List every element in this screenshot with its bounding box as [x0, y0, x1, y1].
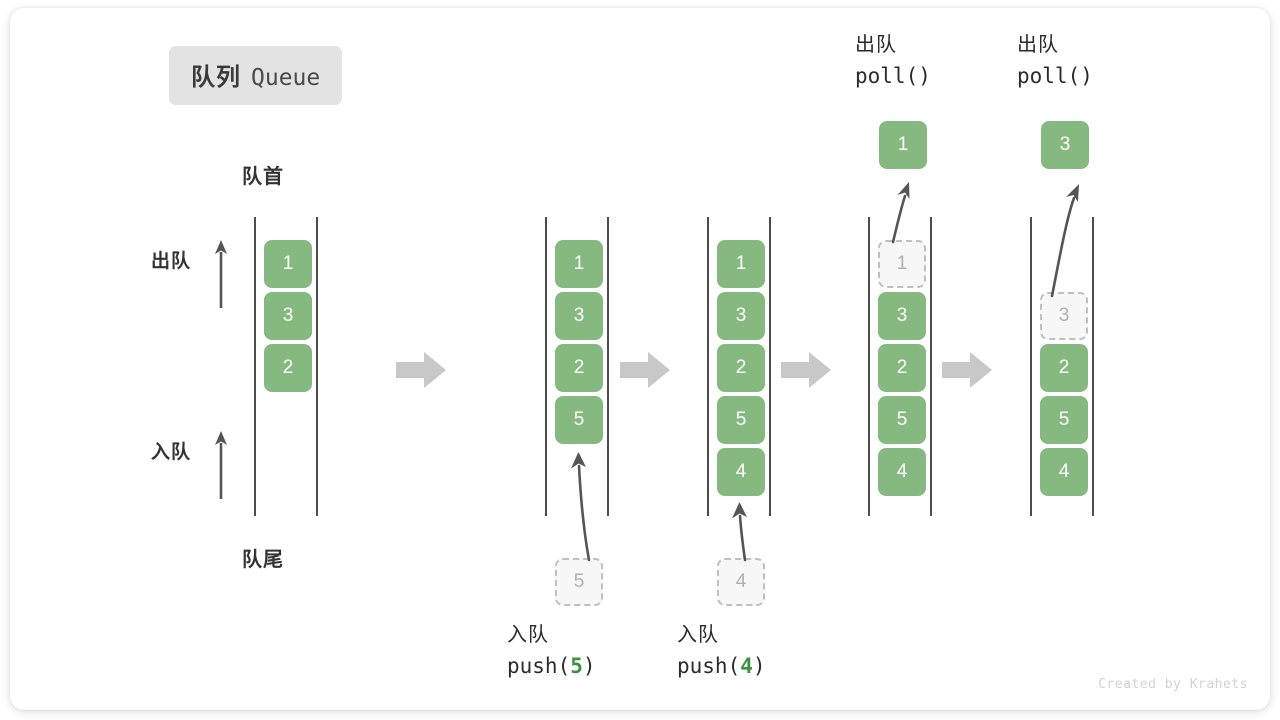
queue-rail-left: [1030, 217, 1032, 516]
step-arrow-icon: [618, 348, 674, 392]
step-arrow-icon: [940, 348, 996, 392]
queue-cell-ghost: 1: [878, 240, 926, 288]
queue-cell: 4: [1040, 448, 1088, 496]
queue-rail-right: [1092, 217, 1094, 516]
queue-head-label: 队首: [242, 166, 284, 188]
step-arrow-icon: [779, 348, 835, 392]
side-op-dequeue-label: 出队: [151, 251, 192, 272]
queue-cell: 2: [1040, 344, 1088, 392]
popped-cell: 3: [1041, 121, 1089, 169]
queue-tail-label: 队尾: [242, 549, 284, 571]
queue-cell-ghost: 3: [1040, 292, 1088, 340]
push-curve-arrow-icon: [717, 490, 777, 562]
queue-cell: 5: [878, 396, 926, 444]
watermark: Created by Krahets: [1098, 677, 1248, 692]
caption-arg: 5: [570, 654, 583, 678]
incoming-ghost-cell: 5: [555, 558, 603, 606]
caption-fn-end: ): [582, 654, 596, 678]
queue-cell: 4: [717, 448, 765, 496]
queue-rail-right: [930, 217, 932, 516]
queue-cell: 2: [717, 344, 765, 392]
caption-fn: poll(: [855, 64, 919, 88]
queue-cell: 3: [264, 292, 312, 340]
title-english: Queue: [251, 65, 321, 91]
side-op-enqueue-label: 入队: [151, 442, 192, 463]
incoming-ghost-cell: 4: [717, 558, 765, 606]
caption-poll-1-cn: 出队: [855, 34, 897, 56]
queue-cell: 3: [555, 292, 603, 340]
caption-push-5-code: push(5): [507, 650, 596, 684]
push-curve-arrow-icon: [555, 438, 615, 563]
caption-poll-1-code: poll(): [855, 60, 931, 94]
queue-rail-left: [868, 217, 870, 516]
enqueue-up-arrow-icon: [213, 429, 229, 501]
queue-cell: 5: [555, 396, 603, 444]
caption-push-4: 入队 push(4): [677, 620, 766, 684]
step-arrow-icon: [394, 348, 450, 392]
caption-fn-end: ): [1080, 64, 1093, 88]
caption-push-4-code: push(4): [677, 650, 766, 684]
caption-push-5-cn: 入队: [507, 624, 549, 646]
queue-cell: 3: [717, 292, 765, 340]
queue-cell: 3: [878, 292, 926, 340]
queue-cell: 5: [717, 396, 765, 444]
caption-poll-1: 出队 poll(): [855, 30, 931, 94]
caption-push-4-cn: 入队: [677, 624, 719, 646]
caption-arg: 4: [740, 654, 753, 678]
caption-poll-3: 出队 poll(): [1017, 30, 1093, 94]
caption-poll-3-cn: 出队: [1017, 34, 1059, 56]
caption-fn-end: ): [752, 654, 766, 678]
queue-rail-right: [769, 217, 771, 516]
queue-rail-right: [316, 217, 318, 516]
queue-rail-left: [254, 217, 256, 516]
popped-cell: 1: [879, 121, 927, 169]
queue-rail-left: [545, 217, 547, 516]
caption-fn: push(: [677, 654, 741, 678]
queue-rail-right: [607, 217, 609, 516]
poll-curve-arrow-icon: [1034, 174, 1104, 299]
poll-curve-arrow-icon: [879, 174, 939, 244]
title-chinese: 队列: [191, 64, 241, 91]
queue-cell: 5: [1040, 396, 1088, 444]
dequeue-up-arrow-icon: [213, 238, 229, 310]
caption-fn: poll(: [1017, 64, 1081, 88]
diagram-title-badge: 队列 Queue: [169, 46, 343, 105]
queue-cell: 4: [878, 448, 926, 496]
queue-cell: 2: [264, 344, 312, 392]
queue-rail-left: [707, 217, 709, 516]
queue-cell: 1: [555, 240, 603, 288]
caption-fn: push(: [507, 654, 571, 678]
queue-cell: 2: [555, 344, 603, 392]
caption-fn-end: ): [918, 64, 931, 88]
queue-cell: 1: [717, 240, 765, 288]
queue-cell: 1: [264, 240, 312, 288]
queue-cell: 2: [878, 344, 926, 392]
caption-poll-3-code: poll(): [1017, 60, 1093, 94]
caption-push-5: 入队 push(5): [507, 620, 596, 684]
